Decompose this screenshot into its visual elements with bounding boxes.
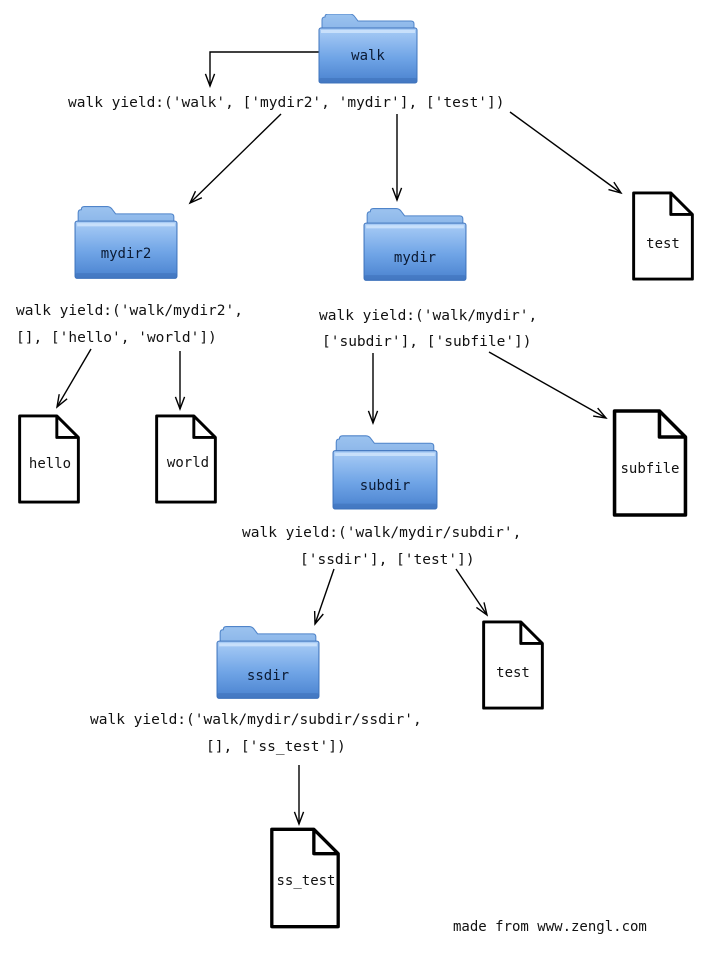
arrowhead	[391, 187, 403, 202]
folder-subdir: subdir	[332, 435, 438, 510]
folder-mydir2: mydir2	[74, 206, 178, 279]
arrowhead	[204, 73, 216, 88]
yield-line: walk yield:('walk/mydir/subdir/ssdir',	[90, 712, 422, 728]
edge-walk-test	[509, 111, 622, 194]
yield-line: ['subdir'], ['subfile'])	[322, 334, 532, 350]
file-label: hello	[29, 456, 71, 472]
folder-icon	[363, 208, 467, 281]
yield-line: ['ssdir'], ['test'])	[300, 552, 475, 568]
folder-icon	[216, 626, 320, 699]
edge-subdir-test	[455, 568, 488, 616]
file-hello: hello	[18, 414, 80, 504]
edges	[56, 51, 622, 824]
yield-line: [], ['ss_test'])	[206, 739, 346, 755]
arrowhead	[475, 602, 489, 617]
folder-label: mydir	[394, 250, 436, 266]
arrowhead	[188, 190, 203, 205]
file-label: subfile	[620, 461, 679, 477]
folder-walk: walk	[318, 14, 418, 84]
folder-ssdir: ssdir	[216, 626, 320, 699]
arrowhead	[608, 181, 623, 195]
yield-subdir: walk yield:('walk/mydir/subdir', ['ssdir…	[242, 525, 521, 568]
yield-line: walk yield:('walk/mydir2',	[16, 303, 243, 319]
arrowhead	[313, 610, 324, 626]
edge-walk-yield	[209, 51, 320, 86]
arrowhead	[367, 410, 379, 425]
edge-mydir-subfile	[488, 351, 607, 419]
file-world: world	[155, 414, 217, 504]
credit-text: made from www.zengl.com	[453, 919, 647, 935]
folder-label: ssdir	[247, 668, 289, 684]
yield-line: walk yield:('walk/mydir/subdir',	[242, 525, 521, 541]
folder-label: mydir2	[101, 246, 152, 262]
file-label: test	[646, 236, 680, 252]
folder-label: subdir	[360, 478, 411, 494]
file-label: world	[167, 455, 209, 471]
file-subfile: subfile	[612, 409, 688, 517]
file-ss-test: ss_test	[270, 827, 340, 929]
file-label: ss_test	[276, 873, 335, 889]
arrowhead	[174, 396, 186, 411]
edge-subdir-ssdir	[314, 568, 335, 625]
edge-walk-mydir2	[189, 113, 282, 204]
yield-line: walk yield:('walk', ['mydir2', 'mydir'],…	[68, 95, 505, 111]
yield-mydir2: walk yield:('walk/mydir2', [], ['hello',…	[16, 303, 243, 346]
folder-mydir: mydir	[363, 208, 467, 281]
yield-line: [], ['hello', 'world'])	[16, 330, 217, 346]
arrowhead	[293, 811, 305, 826]
arrowheads	[55, 73, 623, 826]
folder-icon	[74, 206, 178, 279]
file-test-sub: test	[482, 620, 544, 710]
folder-icon	[332, 435, 438, 510]
file-label: test	[496, 665, 530, 681]
yield-mydir: walk yield:('walk/mydir', ['subdir'], ['…	[319, 308, 537, 350]
arrowhead	[55, 394, 68, 409]
yield-ssdir: walk yield:('walk/mydir/subdir/ssdir', […	[90, 712, 422, 755]
folder-label: walk	[351, 48, 385, 64]
arrowhead	[593, 407, 608, 419]
edge-mydir2-hello	[56, 348, 92, 408]
yield-line: walk yield:('walk/mydir',	[319, 308, 537, 324]
file-test-root: test	[632, 191, 694, 281]
yield-walk: walk yield:('walk', ['mydir2', 'mydir'],…	[68, 95, 505, 111]
